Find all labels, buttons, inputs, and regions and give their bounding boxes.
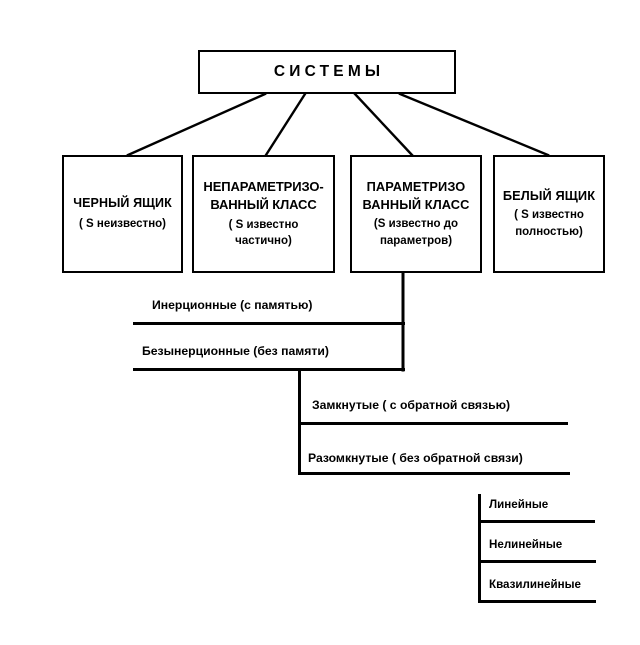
- branch-label-closed-loop: Замкнутые ( с обратной связью): [312, 398, 511, 412]
- branch-label-nonlinear: Нелинейные: [489, 538, 563, 551]
- branch-rule-linear: [478, 520, 595, 523]
- branch-label-quasilinear: Квазилинейные: [489, 578, 581, 591]
- connector-to-param-box: [353, 92, 414, 157]
- branch-rule-inertial: [133, 322, 405, 325]
- branch-rule-closed-loop: [298, 422, 568, 425]
- node-black-box-head: ЧЕРНЫЙ ЯЩИК: [73, 196, 172, 211]
- node-nonparametrized-class: НЕПАРАМЕТРИЗО- ВАННЫЙ КЛАСС ( S известно…: [192, 155, 335, 273]
- node-parametrized-class: ПАРАМЕТРИЗО ВАННЫЙ КЛАСС (S известно до …: [350, 155, 482, 273]
- branch-label-non-inertial: Безынерционные (без памяти): [142, 344, 329, 358]
- branch-rule-nonlinear: [478, 560, 596, 563]
- connector-to-white-box: [398, 92, 550, 157]
- connector-to-nonparam-box: [264, 92, 307, 157]
- node-white-box-head: БЕЛЫЙ ЯЩИК: [502, 188, 596, 204]
- node-white-box-sub: ( S известно полностью): [514, 209, 584, 239]
- node-parametrized-class-sub: (S известно до параметров): [373, 218, 459, 248]
- branch-label-linear: Линейные: [489, 498, 549, 511]
- branch-rule-open-loop: [298, 472, 570, 475]
- branch-spine-linearity: [478, 494, 481, 602]
- branch-label-open-loop: Разомкнутые ( без обратной связи): [308, 451, 523, 465]
- branch-rule-quasilinear: [478, 600, 596, 603]
- node-systems-title: СИСТЕМЫ: [198, 50, 456, 94]
- node-nonparametrized-class-head: НЕПАРАМЕТРИЗО- ВАННЫЙ КЛАСС: [203, 178, 324, 213]
- node-nonparametrized-class-sub: ( S известно частично): [228, 218, 299, 248]
- node-white-box: БЕЛЫЙ ЯЩИК ( S известно полностью): [493, 155, 605, 273]
- connector-to-black-box: [126, 92, 267, 157]
- node-parametrized-class-head: ПАРАМЕТРИЗО ВАННЫЙ КЛАСС: [362, 179, 470, 213]
- node-systems-title-label: СИСТЕМЫ: [273, 63, 385, 81]
- node-black-box-sub: ( S неизвестно): [78, 218, 166, 231]
- branch-label-inertial: Инерционные (с памятью): [152, 298, 313, 312]
- node-black-box: ЧЕРНЫЙ ЯЩИК ( S неизвестно): [62, 155, 183, 273]
- branch-rule-non-inertial: [133, 368, 405, 371]
